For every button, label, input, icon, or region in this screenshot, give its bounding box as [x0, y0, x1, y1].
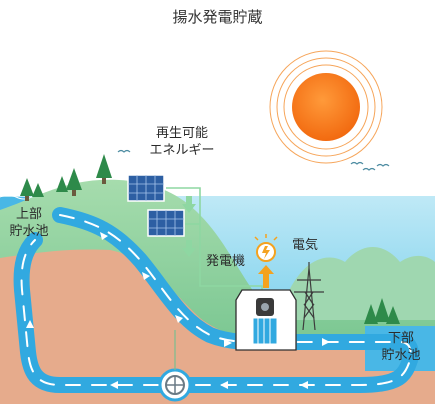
generator-icon: [235, 289, 297, 351]
tree-icon: [20, 154, 400, 324]
upper-reservoir-label: 上部 貯水池: [4, 206, 54, 240]
down-arrow-icon: [182, 196, 196, 257]
renewable-energy-label: 再生可能 エネルギー: [132, 125, 232, 159]
sun-icon: [269, 50, 383, 164]
lower-reservoir-label-line2: 貯水池: [381, 348, 421, 363]
power-tower-icon: [294, 262, 324, 331]
page-title: 揚水発電貯蔵: [172, 8, 263, 26]
electricity-label: 電気: [292, 238, 319, 253]
energy-arrow-icon: [258, 265, 274, 288]
solar-panel-icon: [127, 174, 185, 237]
upper-reservoir-label-line1: 上部: [15, 207, 42, 222]
birds-icon: [117, 149, 390, 171]
renewable-energy-label-line2: エネルギー: [149, 143, 215, 158]
flow-arrows: [26, 232, 330, 389]
lightbulb-icon: [254, 234, 278, 262]
generator-label: 発電機: [206, 254, 246, 269]
water-flow-loop: [13, 207, 419, 393]
earth-underground: [0, 249, 435, 404]
pump-icon: [158, 330, 192, 402]
upper-reservoir-label-line2: 貯水池: [9, 224, 49, 239]
lower-reservoir-label: 下部 貯水池: [368, 330, 434, 364]
lower-reservoir-label-line1: 下部: [387, 331, 414, 346]
renewable-energy-label-line1: 再生可能: [155, 126, 208, 141]
